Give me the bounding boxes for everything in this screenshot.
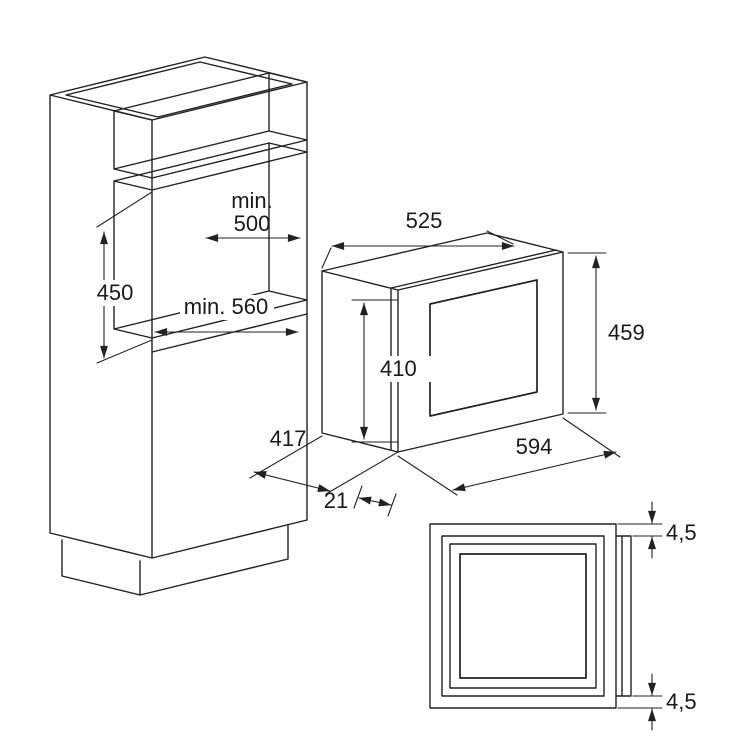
label-bg-niche-depth <box>180 295 274 320</box>
dim-line-frame-offset <box>358 496 392 507</box>
dimension-lines <box>96 191 663 731</box>
upper-compartment-interior <box>113 72 308 179</box>
microwave-door-window <box>429 279 538 417</box>
upper-compartment-dividers <box>151 139 308 191</box>
dim-label-frame-offset: 21 <box>324 488 348 513</box>
cabinet-view <box>49 56 308 596</box>
dim-label-top-depth: 525 <box>406 208 443 233</box>
dim-label-niche-width-value: 500 <box>234 211 271 236</box>
dim-line-front-width <box>452 450 617 492</box>
dim-ext-overhang-top <box>617 523 663 537</box>
dim-label-niche-width-min: min. <box>231 188 273 213</box>
dim-ext-niche-height <box>96 191 153 364</box>
dim-ext-front-width <box>397 417 621 496</box>
frontview-door <box>459 553 587 679</box>
frontview-inner-frame <box>449 543 597 689</box>
front-section-view <box>429 523 632 709</box>
niche-interior <box>113 142 308 339</box>
dim-label-niche-height: 450 <box>97 280 134 305</box>
dim-label-front-height: 459 <box>608 320 645 345</box>
frontview-outer-frame <box>429 523 617 709</box>
dim-ext-front-height <box>567 252 607 414</box>
dim-line-body-depth <box>253 471 331 492</box>
dim-label-front-width: 594 <box>516 434 553 459</box>
label-bg-body-height <box>374 356 432 382</box>
dim-ext-frame-offset <box>353 485 397 517</box>
cabinet-top-inset <box>65 61 293 118</box>
dimension-label-backgrounds <box>88 280 432 382</box>
dim-ext-overhang-bottom <box>617 695 663 709</box>
dim-ext-body-height <box>351 299 399 443</box>
dim-label-niche-depth: min. 560 <box>184 294 268 319</box>
dim-label-body-height: 410 <box>380 356 417 381</box>
microwave-view <box>321 232 564 453</box>
frontview-niche-frame <box>441 535 605 697</box>
frontview-wall-section <box>615 535 632 697</box>
dim-ext-top-depth <box>321 230 514 269</box>
cabinet-plinth <box>61 524 289 596</box>
label-bg-niche-height <box>88 280 142 306</box>
dim-label-overhang-bottom: 4,5 <box>666 689 697 714</box>
dim-label-body-depth: 417 <box>270 426 307 451</box>
microwave-body <box>321 232 564 453</box>
dim-ext-body-depth <box>249 435 399 495</box>
dimension-labels: min. 500 450 min. 560 525 459 410 417 59… <box>97 188 697 714</box>
microwave-frame-lip <box>390 249 557 451</box>
drawing-root: min. 500 450 min. 560 525 459 410 417 59… <box>49 56 697 731</box>
dim-label-overhang-top: 4,5 <box>666 520 697 545</box>
